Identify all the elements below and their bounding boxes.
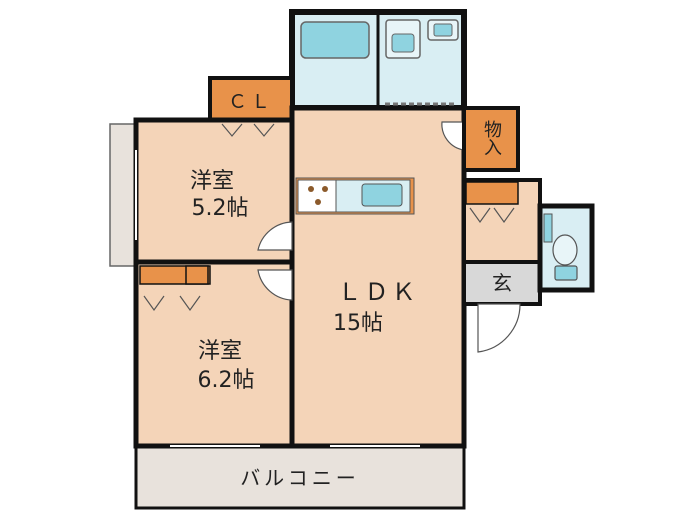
balcony bbox=[134, 444, 466, 510]
closet-door bbox=[493, 207, 515, 224]
ldk-name: ＬＤＫ bbox=[338, 278, 419, 306]
closet-door bbox=[221, 123, 243, 137]
burner bbox=[322, 186, 328, 192]
western-room-2 bbox=[133, 259, 295, 449]
toilet-icon bbox=[552, 234, 578, 266]
western-room-1-size: 5.2帖 bbox=[192, 196, 249, 221]
washer-drum bbox=[433, 23, 453, 37]
side-balcony bbox=[109, 123, 137, 267]
closet-door bbox=[143, 295, 165, 312]
bathtub-icon bbox=[300, 21, 370, 59]
storage bbox=[462, 106, 520, 172]
entrance-label: 玄 bbox=[492, 271, 512, 295]
door-swing bbox=[441, 121, 465, 151]
storage-strip bbox=[185, 265, 209, 285]
ldk-room bbox=[289, 105, 467, 449]
closet bbox=[208, 76, 294, 122]
door-swing bbox=[257, 269, 293, 301]
stove-icon bbox=[297, 179, 337, 213]
burner bbox=[315, 199, 321, 205]
storage-label: 物入 bbox=[481, 120, 502, 156]
western-room-2-size: 6.2帖 bbox=[198, 368, 255, 393]
ldk-size: 15帖 bbox=[333, 311, 383, 336]
closet-door bbox=[253, 123, 275, 137]
closet-door bbox=[179, 295, 201, 312]
closet-label: ＣＬ bbox=[228, 91, 274, 113]
toilet-sink bbox=[543, 213, 553, 243]
entrance-door-swing bbox=[477, 303, 521, 353]
toilet-tank bbox=[554, 265, 578, 281]
door-swing bbox=[257, 221, 293, 251]
western-room-1-name: 洋室 bbox=[190, 169, 234, 194]
burner bbox=[308, 186, 314, 192]
washbasin-bowl bbox=[391, 33, 415, 53]
shoe-storage bbox=[465, 181, 519, 205]
sink-icon bbox=[361, 183, 403, 207]
balcony-label: バルコニー bbox=[240, 466, 360, 490]
western-room-2-name: 洋室 bbox=[198, 339, 242, 364]
closet-door bbox=[469, 207, 491, 224]
